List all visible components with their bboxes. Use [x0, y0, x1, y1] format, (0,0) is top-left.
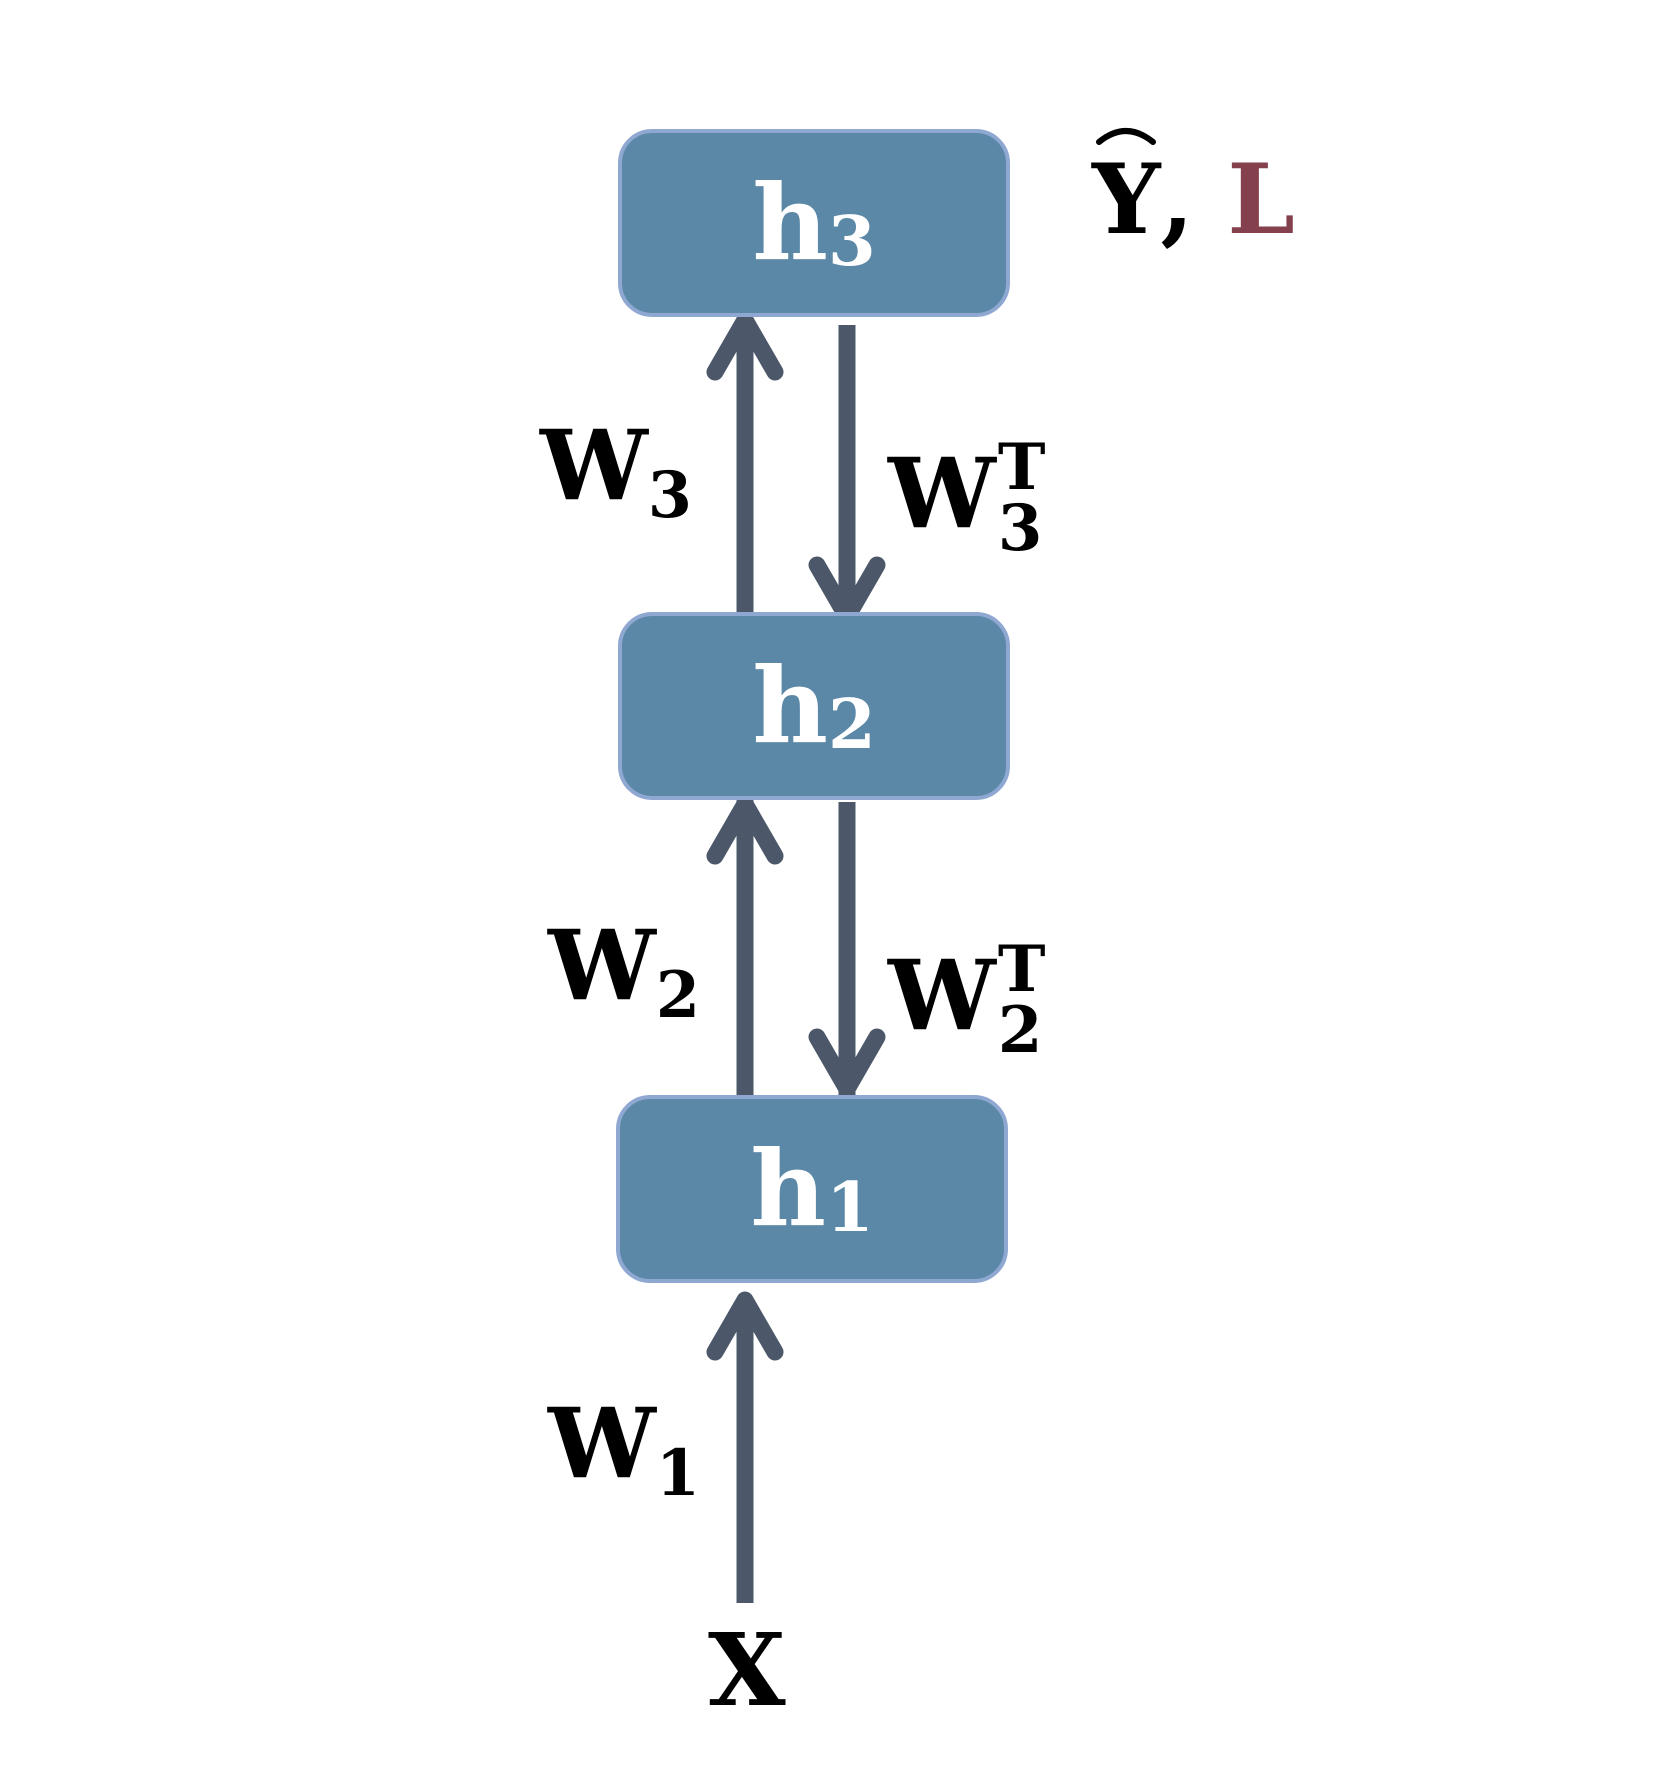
node-h1-base: h [750, 1127, 826, 1250]
weight-w2t-sub: 2 [997, 992, 1043, 1068]
arrow-x-to-h1 [706, 1291, 784, 1603]
node-h2-base: h [752, 644, 828, 767]
weight-w2: W2 [548, 918, 700, 1027]
weight-w3t-sup: T [997, 430, 1046, 505]
arrow-h2-to-h3 [706, 311, 784, 617]
weight-w3t-sub: 3 [997, 490, 1043, 566]
loss-symbol: L [1227, 143, 1295, 256]
weight-w3t-scripts: T 3 [997, 430, 1046, 566]
arrow-h3-to-h2 [808, 325, 886, 626]
weight-w2-sub: 2 [655, 957, 700, 1032]
weight-w1: W1 [548, 1396, 700, 1505]
weight-w2-base: W [548, 909, 656, 1022]
weight-w1-sub: 1 [655, 1435, 700, 1510]
weight-w1-base: W [548, 1387, 656, 1500]
weight-w2t-scripts: T 2 [997, 932, 1046, 1068]
node-h3-base: h [752, 161, 828, 284]
weight-w3-base: W [540, 409, 648, 522]
arrow-h1-to-h2 [706, 795, 784, 1101]
prediction-y-hat: Y [1092, 128, 1161, 248]
weight-w3-sub: 3 [647, 457, 692, 532]
node-h1-sub: 1 [825, 1167, 874, 1248]
output-label: Y , L [1092, 128, 1295, 248]
input-x-label: X [708, 1611, 786, 1729]
node-h2-sub: 2 [827, 684, 876, 765]
arrow-h2-to-h1 [808, 802, 886, 1098]
prediction-symbol: Y [1092, 143, 1161, 256]
input-x: X [708, 1620, 786, 1720]
output-separator: , [1160, 143, 1194, 256]
weight-w2t-base: W [888, 938, 996, 1052]
node-h3-sub: 3 [827, 201, 876, 282]
weight-w3: W3 [540, 418, 692, 527]
weight-w2t-sup: T [997, 932, 1046, 1007]
weight-w3t-base: W [888, 436, 996, 550]
weight-w3-transpose: W T 3 [888, 420, 1045, 561]
hat-accent-icon [1096, 128, 1157, 145]
weight-w2-transpose: W T 2 [888, 922, 1045, 1063]
